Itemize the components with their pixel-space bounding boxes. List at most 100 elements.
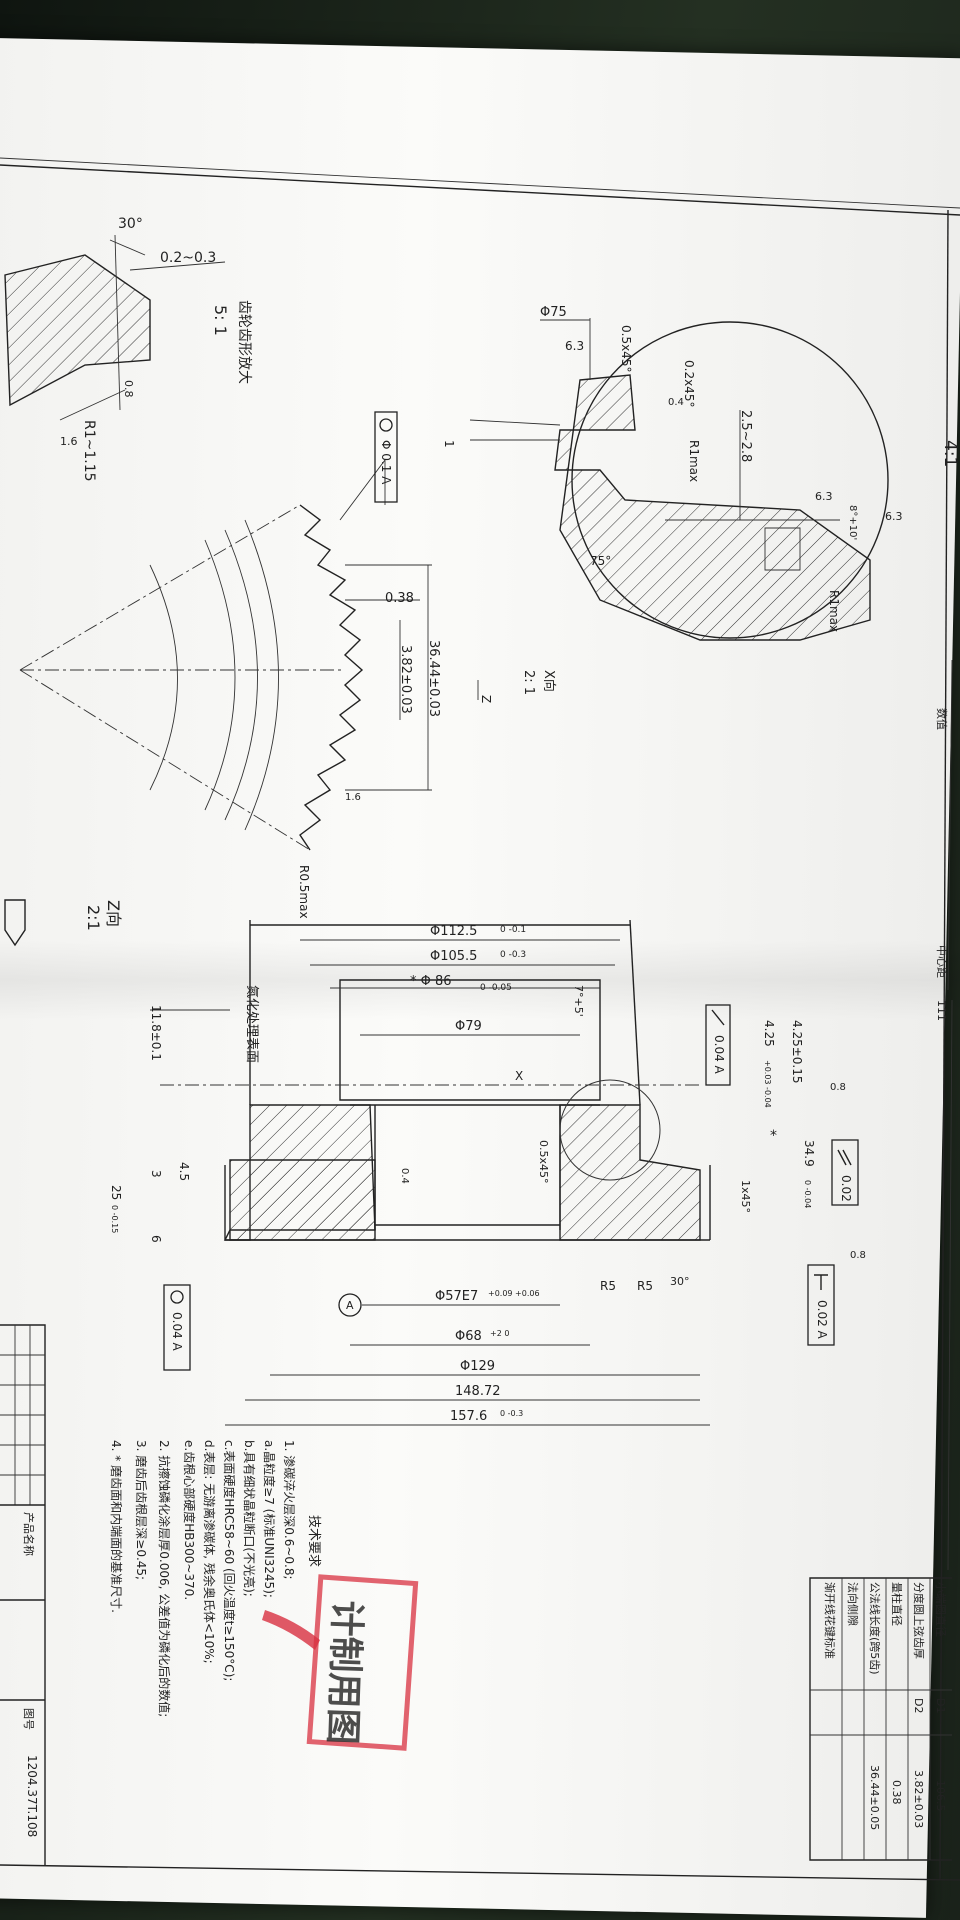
- sec-d86-tol: 0 -0.05: [480, 983, 512, 993]
- detail-ra-c: 6.3: [815, 490, 833, 503]
- sec-par-frame: 0.04 A: [712, 1035, 726, 1075]
- tech-line-6: 2. 抗擦蚀磷化涂层厚0.006, 公差值为磷化后的数值;: [157, 1440, 172, 1717]
- sec-d1576: 157.6: [450, 1409, 487, 1424]
- param-side-1: 中心距: [935, 945, 948, 978]
- parallelism-symbol-icon: [837, 1149, 852, 1166]
- inner-bore-outline: [339, 979, 601, 1101]
- param-side-0: 数值: [935, 708, 948, 730]
- tech-line-4: d.表层: 无游离渗碳体, 残余奥氏体<10%;: [202, 1440, 217, 1664]
- sec-d79: Φ79: [455, 1019, 482, 1034]
- sec-r5b: R5: [637, 1279, 653, 1293]
- tooth-detail-scale: 5: 1: [211, 305, 230, 336]
- sec-d349-tol: 0 -0.04: [803, 1180, 812, 1208]
- detail-range-label: 2.5~2.8: [738, 410, 753, 462]
- fan-arc-4: [244, 519, 279, 831]
- detail-groove: [764, 527, 801, 571]
- tech-requirements: 技术要求 1. 渗碳淬火层深0.6~0.8; a.晶粒度≥7 (标准UNI324…: [109, 1440, 321, 1717]
- sec-ra-08a: 0.8: [830, 1082, 846, 1093]
- sec-d118: 11.8±0.1: [149, 1005, 163, 1061]
- spline-arrow-z: Z: [479, 695, 493, 703]
- sec-ch1x45: 1x45°: [739, 1180, 752, 1213]
- param-row-3-val: 36.44±0.05: [868, 1765, 881, 1830]
- sec-conc-frame: 0.04 A: [170, 1312, 184, 1352]
- sec-d3: 3: [149, 1170, 163, 1178]
- sec-d1055: Φ105.5: [430, 949, 477, 964]
- sec-d45: 4.5: [177, 1162, 191, 1181]
- spline-ra-16: 1.6: [345, 792, 361, 803]
- detail-d75-label: Φ75: [540, 305, 567, 320]
- tooth-tip-leader: [129, 261, 226, 271]
- concentricity-frame-box: [163, 1284, 191, 1371]
- sec-x-label: X: [515, 1069, 523, 1083]
- sec-d425a: 4.25±0.15: [790, 1020, 804, 1084]
- sec-ra-04: 0.4: [399, 1168, 410, 1184]
- main-section-view: Φ112.5 0 -0.1 Φ105.5 0 -0.3 * Φ 86 0 -0.…: [109, 919, 866, 1426]
- table-side-line: [947, 659, 953, 1571]
- param-row-0-name: 小端圆直径: [934, 1582, 948, 1637]
- param-row-5-name: 渐开线花键标准: [823, 1582, 837, 1659]
- param-row-1-name: 分度圆上弦齿厚: [912, 1582, 926, 1659]
- sec-perp-frame: 0.02 A: [815, 1300, 829, 1340]
- detail-section-hatch: [554, 374, 871, 641]
- sec-parallel-frame: 0.02: [839, 1175, 853, 1202]
- circle-detail: Φ75 6.3 0.5x45° 0.2x45° 0.4 R1max 2.5~2.…: [442, 305, 903, 641]
- concentricity-symbol-icon-2: [170, 1290, 184, 1304]
- sec-ang30: 30°: [670, 1275, 690, 1288]
- sec-angle-7: 7°+5': [572, 985, 585, 1017]
- sec-d68-tol: +2 0: [490, 1329, 509, 1338]
- detail-r1max-b: R1max: [827, 590, 841, 632]
- spline-view-symbol-icon: [4, 899, 26, 947]
- title-block-rows: [0, 1354, 45, 1506]
- tooth-detail-title: 齿轮齿形放大: [236, 300, 252, 384]
- detail-reference-circle: [559, 1079, 661, 1181]
- spline-dim-382: 3.82±0.03: [398, 645, 413, 714]
- param-row-0-val: 106.5: [934, 1780, 947, 1812]
- param-row-1-val: 3.82±0.03: [912, 1770, 925, 1828]
- perpendicularity-symbol-icon: [814, 1274, 828, 1290]
- sec-d6: 6: [149, 1235, 163, 1243]
- detail-angle-75: 75°: [590, 554, 611, 568]
- spline-tolerance-frame: Φ 0.1 A: [379, 440, 393, 485]
- sec-d68: Φ68: [455, 1329, 482, 1344]
- sec-d1576-tol: 0 -0.3: [500, 1409, 523, 1418]
- sec-ra-08b: 0.8: [850, 1250, 866, 1261]
- title-drawing-no: 1204.37T.108: [25, 1755, 39, 1837]
- spline-view-z-scale: 2:1: [84, 905, 103, 931]
- parallelism-frame-box: [831, 1139, 859, 1206]
- stamp-border: [306, 1574, 419, 1751]
- title-block-cols: [14, 1325, 31, 1505]
- concentricity-symbol-icon: [379, 418, 393, 432]
- spline-teeth-outline: [299, 504, 364, 851]
- parallel-frame-box: [705, 1004, 731, 1086]
- param-row-2-name: 量柱直径: [890, 1582, 904, 1626]
- tooth-ra-a: 0.8: [122, 380, 135, 398]
- tolerance-frame-leader: [339, 458, 386, 521]
- tooth-root-leader: [59, 389, 126, 421]
- perpendicularity-frame-box: [807, 1264, 835, 1346]
- sec-star: *: [770, 1128, 777, 1144]
- param-table: 小端圆直径 D1 106.5 分度圆上弦齿厚 D2 3.82±0.03 量柱直径…: [809, 659, 953, 1861]
- stamp-smear: [262, 1610, 320, 1650]
- runout-symbol-icon: [711, 1009, 725, 1026]
- sec-d1125: Φ112.5: [430, 924, 477, 939]
- detail-angle-8: 8°+10': [847, 505, 858, 540]
- tech-line-2: b.具有细状晶粒断口(不光亮);: [242, 1440, 257, 1597]
- tech-line-7: 3. 磨齿后齿根层深≥0.45;: [134, 1440, 148, 1580]
- spline-view-z: Z向: [104, 900, 123, 927]
- detail-chamfer-1: 0.5x45°: [619, 325, 633, 372]
- sec-d57: Φ57E7: [435, 1289, 478, 1304]
- tooth-root-radius-label: R1~1.15: [81, 420, 97, 482]
- tech-line-3: c.表面硬度HRC58~60 (回火温度t≥150°C);: [222, 1440, 237, 1681]
- sec-d25-tol: 0 -0.15: [110, 1205, 119, 1233]
- spline-dim-038: 0.38: [385, 591, 414, 606]
- tolerance-frame-box: [374, 411, 398, 503]
- spline-view-x-scale: 2: 1: [521, 670, 536, 695]
- hub-outer-right: [629, 919, 641, 1106]
- title-block-dividers: [0, 1504, 45, 1701]
- tech-line-8: 4. * 磨齿面和内端面的基准尺寸.: [109, 1440, 124, 1613]
- sec-d129: Φ129: [460, 1359, 495, 1374]
- fan-line-lower: [19, 669, 311, 851]
- detail-ra-a: 6.3: [565, 339, 584, 353]
